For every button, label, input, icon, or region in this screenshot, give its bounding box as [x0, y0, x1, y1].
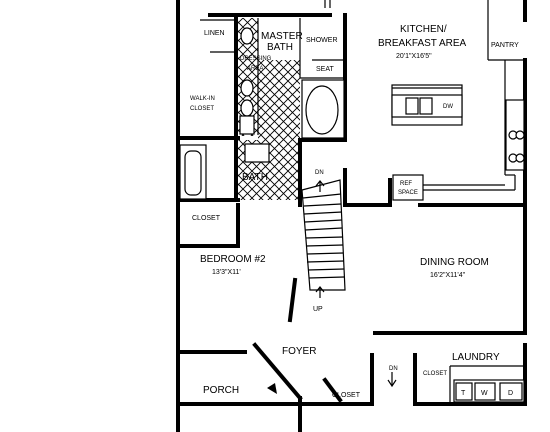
label-w: W: [481, 390, 488, 397]
label-dining: DINING ROOM: [420, 257, 489, 268]
label-foyer: FOYER: [282, 346, 316, 357]
label-ref-space: SPACE: [398, 190, 418, 196]
interior-lines: [190, 0, 525, 404]
label-kitchen-area: BREAKFAST AREA: [378, 38, 467, 49]
label-dw: DW: [443, 104, 453, 110]
label-shower: SHOWER: [306, 37, 338, 44]
label-stair-dn: DN: [315, 170, 324, 176]
label-ref: REF: [400, 181, 412, 187]
label-closet-laundry: CLOSET: [423, 371, 447, 377]
label-porch: PORCH: [203, 385, 239, 396]
label-t: T: [461, 390, 466, 397]
kitchen-fixtures: [391, 84, 525, 201]
label-laundry: LAUNDRY: [452, 352, 500, 363]
master-bath-fixtures: [239, 27, 345, 139]
label-master-bath-2: BATH: [267, 42, 293, 53]
staircase: [301, 179, 346, 298]
entry-marker: [267, 383, 277, 394]
label-closet-bedroom: CLOSET: [192, 215, 221, 222]
label-laundry-dn: DN: [389, 366, 398, 372]
hall-bath-fixtures: [179, 143, 270, 200]
label-walkin-closet: CLOSET: [190, 106, 214, 112]
label-dressing: DRESSING: [240, 56, 272, 62]
bath-tile-floor: [258, 60, 300, 140]
label-stair-up: UP: [313, 306, 323, 313]
label-linen: LINEN: [204, 30, 225, 37]
walls: [176, 0, 527, 432]
label-closet-foyer: CLOSET: [332, 392, 361, 399]
label-seat: SEAT: [316, 66, 334, 73]
label-kitchen-dim: 20'1"X16'5": [396, 53, 432, 60]
label-d: D: [508, 390, 513, 397]
label-walkin: WALK-IN: [190, 96, 215, 102]
label-dressing-area: AREA: [247, 66, 263, 72]
laundry-machines: [387, 372, 525, 403]
label-dining-dim: 16'2"X11'4": [430, 272, 466, 279]
label-pantry: PANTRY: [491, 42, 519, 49]
label-bedroom: BEDROOM #2: [200, 254, 266, 265]
label-bath: BATH: [242, 172, 268, 183]
label-master-bath: MASTER: [261, 31, 303, 42]
label-kitchen: KITCHEN/: [400, 24, 447, 35]
label-bedroom-dim: 13'3"X11': [212, 269, 241, 276]
